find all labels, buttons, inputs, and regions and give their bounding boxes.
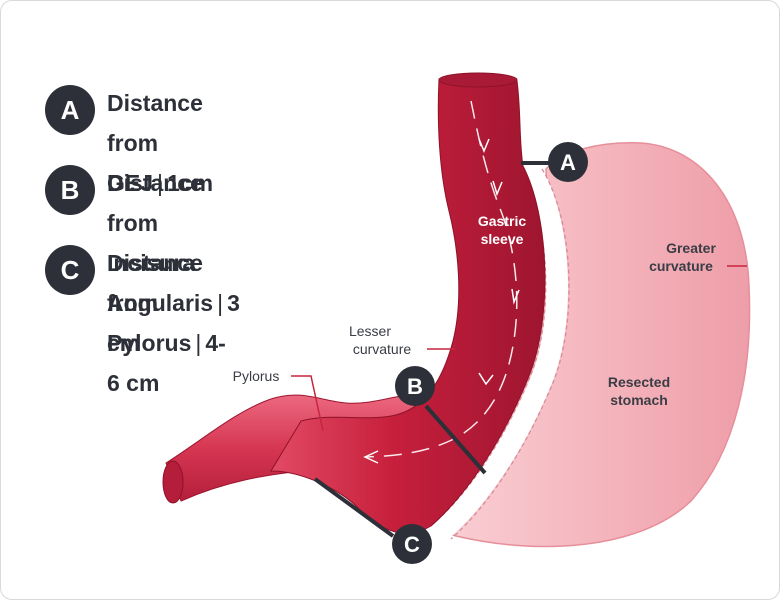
legend-text-b: Distance from Incisura Angularis|3 cm bbox=[107, 163, 240, 363]
legend-a-main: GEJ bbox=[107, 170, 154, 196]
legend-text-a: Distance from GEJ|1cm bbox=[107, 83, 213, 203]
legend-c-main: Pylorus bbox=[107, 330, 192, 356]
legend-badge-c: C bbox=[45, 245, 95, 295]
label-greater-curvature-2: curvature bbox=[649, 258, 713, 274]
legend-c-line2: Pylorus|4-6 cm bbox=[107, 323, 226, 403]
legend-badge-b: B bbox=[45, 165, 95, 215]
label-resected-stomach-2: stomach bbox=[610, 392, 668, 408]
label-lesser-curvature-2: curvature bbox=[353, 341, 412, 357]
label-gastric-sleeve-2: sleeve bbox=[481, 231, 524, 247]
marker-a-badge bbox=[548, 142, 588, 182]
legend-item-a: A Distance from GEJ|1cm bbox=[45, 83, 213, 203]
marker-c-letter: C bbox=[404, 532, 420, 557]
label-lesser-curvature-1: Lesser bbox=[349, 323, 391, 339]
legend-b-line2: Angularis|3 cm bbox=[107, 283, 240, 363]
legend-item-c: C Distance from Pylorus|4-6 cm bbox=[45, 243, 226, 403]
legend-c-value: 4-6 cm bbox=[107, 330, 226, 396]
marker-c-line bbox=[313, 477, 395, 538]
marker-b-badge bbox=[395, 366, 435, 406]
flow-arrowhead-4 bbox=[478, 372, 494, 386]
legend-separator: | bbox=[195, 330, 202, 356]
marker-c-badge bbox=[392, 524, 432, 564]
staple-line-right bbox=[450, 168, 570, 540]
legend-a-line1: Distance from bbox=[107, 90, 203, 156]
legend-item-b: B Distance from Incisura Angularis|3 cm bbox=[45, 163, 240, 363]
legend-badge-a: A bbox=[45, 85, 95, 135]
label-greater-curvature-1: Greater bbox=[666, 240, 716, 256]
duodenum-opening bbox=[162, 460, 184, 504]
legend-separator: | bbox=[157, 170, 164, 196]
flow-arrowhead-1 bbox=[478, 138, 490, 153]
esophagus-opening bbox=[438, 72, 518, 88]
staple-line-band bbox=[430, 160, 568, 542]
legend-b-value: 3 cm bbox=[107, 290, 240, 356]
marker-b-letter: B bbox=[407, 374, 423, 399]
legend-a-value: 1cm bbox=[167, 170, 214, 196]
legend-c-line1: Distance from bbox=[107, 250, 203, 316]
legend-text-c: Distance from Pylorus|4-6 cm bbox=[107, 243, 226, 403]
legend-a-line2: GEJ|1cm bbox=[107, 163, 213, 203]
label-pylorus: Pylorus bbox=[233, 368, 280, 384]
marker-b-line bbox=[424, 404, 487, 475]
flow-arrowhead-3 bbox=[511, 288, 520, 305]
flow-arrowhead-5 bbox=[363, 450, 379, 464]
pylorus-leader bbox=[291, 375, 324, 432]
flow-arrowhead-2 bbox=[492, 180, 503, 197]
legend-b-main: Angularis bbox=[107, 290, 214, 316]
marker-a-letter: A bbox=[560, 150, 576, 175]
label-gastric-sleeve-1: Gastric bbox=[478, 213, 526, 229]
legend-separator: | bbox=[217, 290, 224, 316]
legend-b-line1: Distance from Incisura bbox=[107, 170, 203, 276]
label-resected-stomach-1: Resected bbox=[608, 374, 670, 390]
